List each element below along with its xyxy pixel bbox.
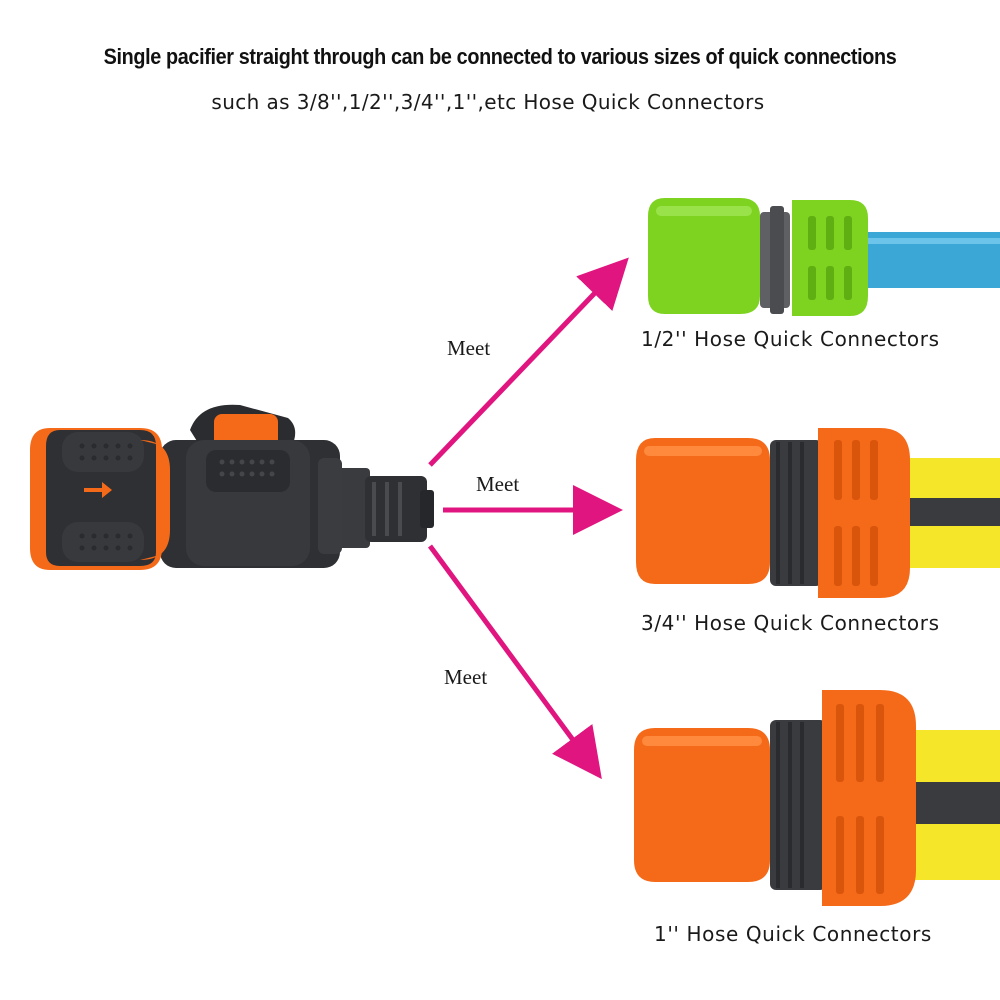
green-connector-image [648, 198, 1000, 316]
subheadline: such as 3/8'',1/2'',3/4'',1'',etc Hose Q… [211, 90, 765, 114]
meet-label-bottom: Meet [444, 665, 488, 689]
arrow-to-orange-connector-1-inch [427, 544, 602, 780]
meet-label-top: Meet [447, 336, 491, 360]
valve-product-image [30, 404, 434, 570]
orange-connector-3-4-image [636, 428, 1000, 598]
meet-label-middle: Meet [476, 472, 520, 496]
caption-one-inch: 1'' Hose Quick Connectors [654, 922, 932, 946]
arrow-to-green-connector [428, 257, 629, 467]
caption-half-inch: 1/2'' Hose Quick Connectors [641, 327, 940, 351]
caption-three-quarter-inch: 3/4'' Hose Quick Connectors [641, 611, 940, 635]
headline: Single pacifier straight through can be … [103, 44, 897, 69]
orange-connector-1-inch-image [634, 690, 1000, 906]
